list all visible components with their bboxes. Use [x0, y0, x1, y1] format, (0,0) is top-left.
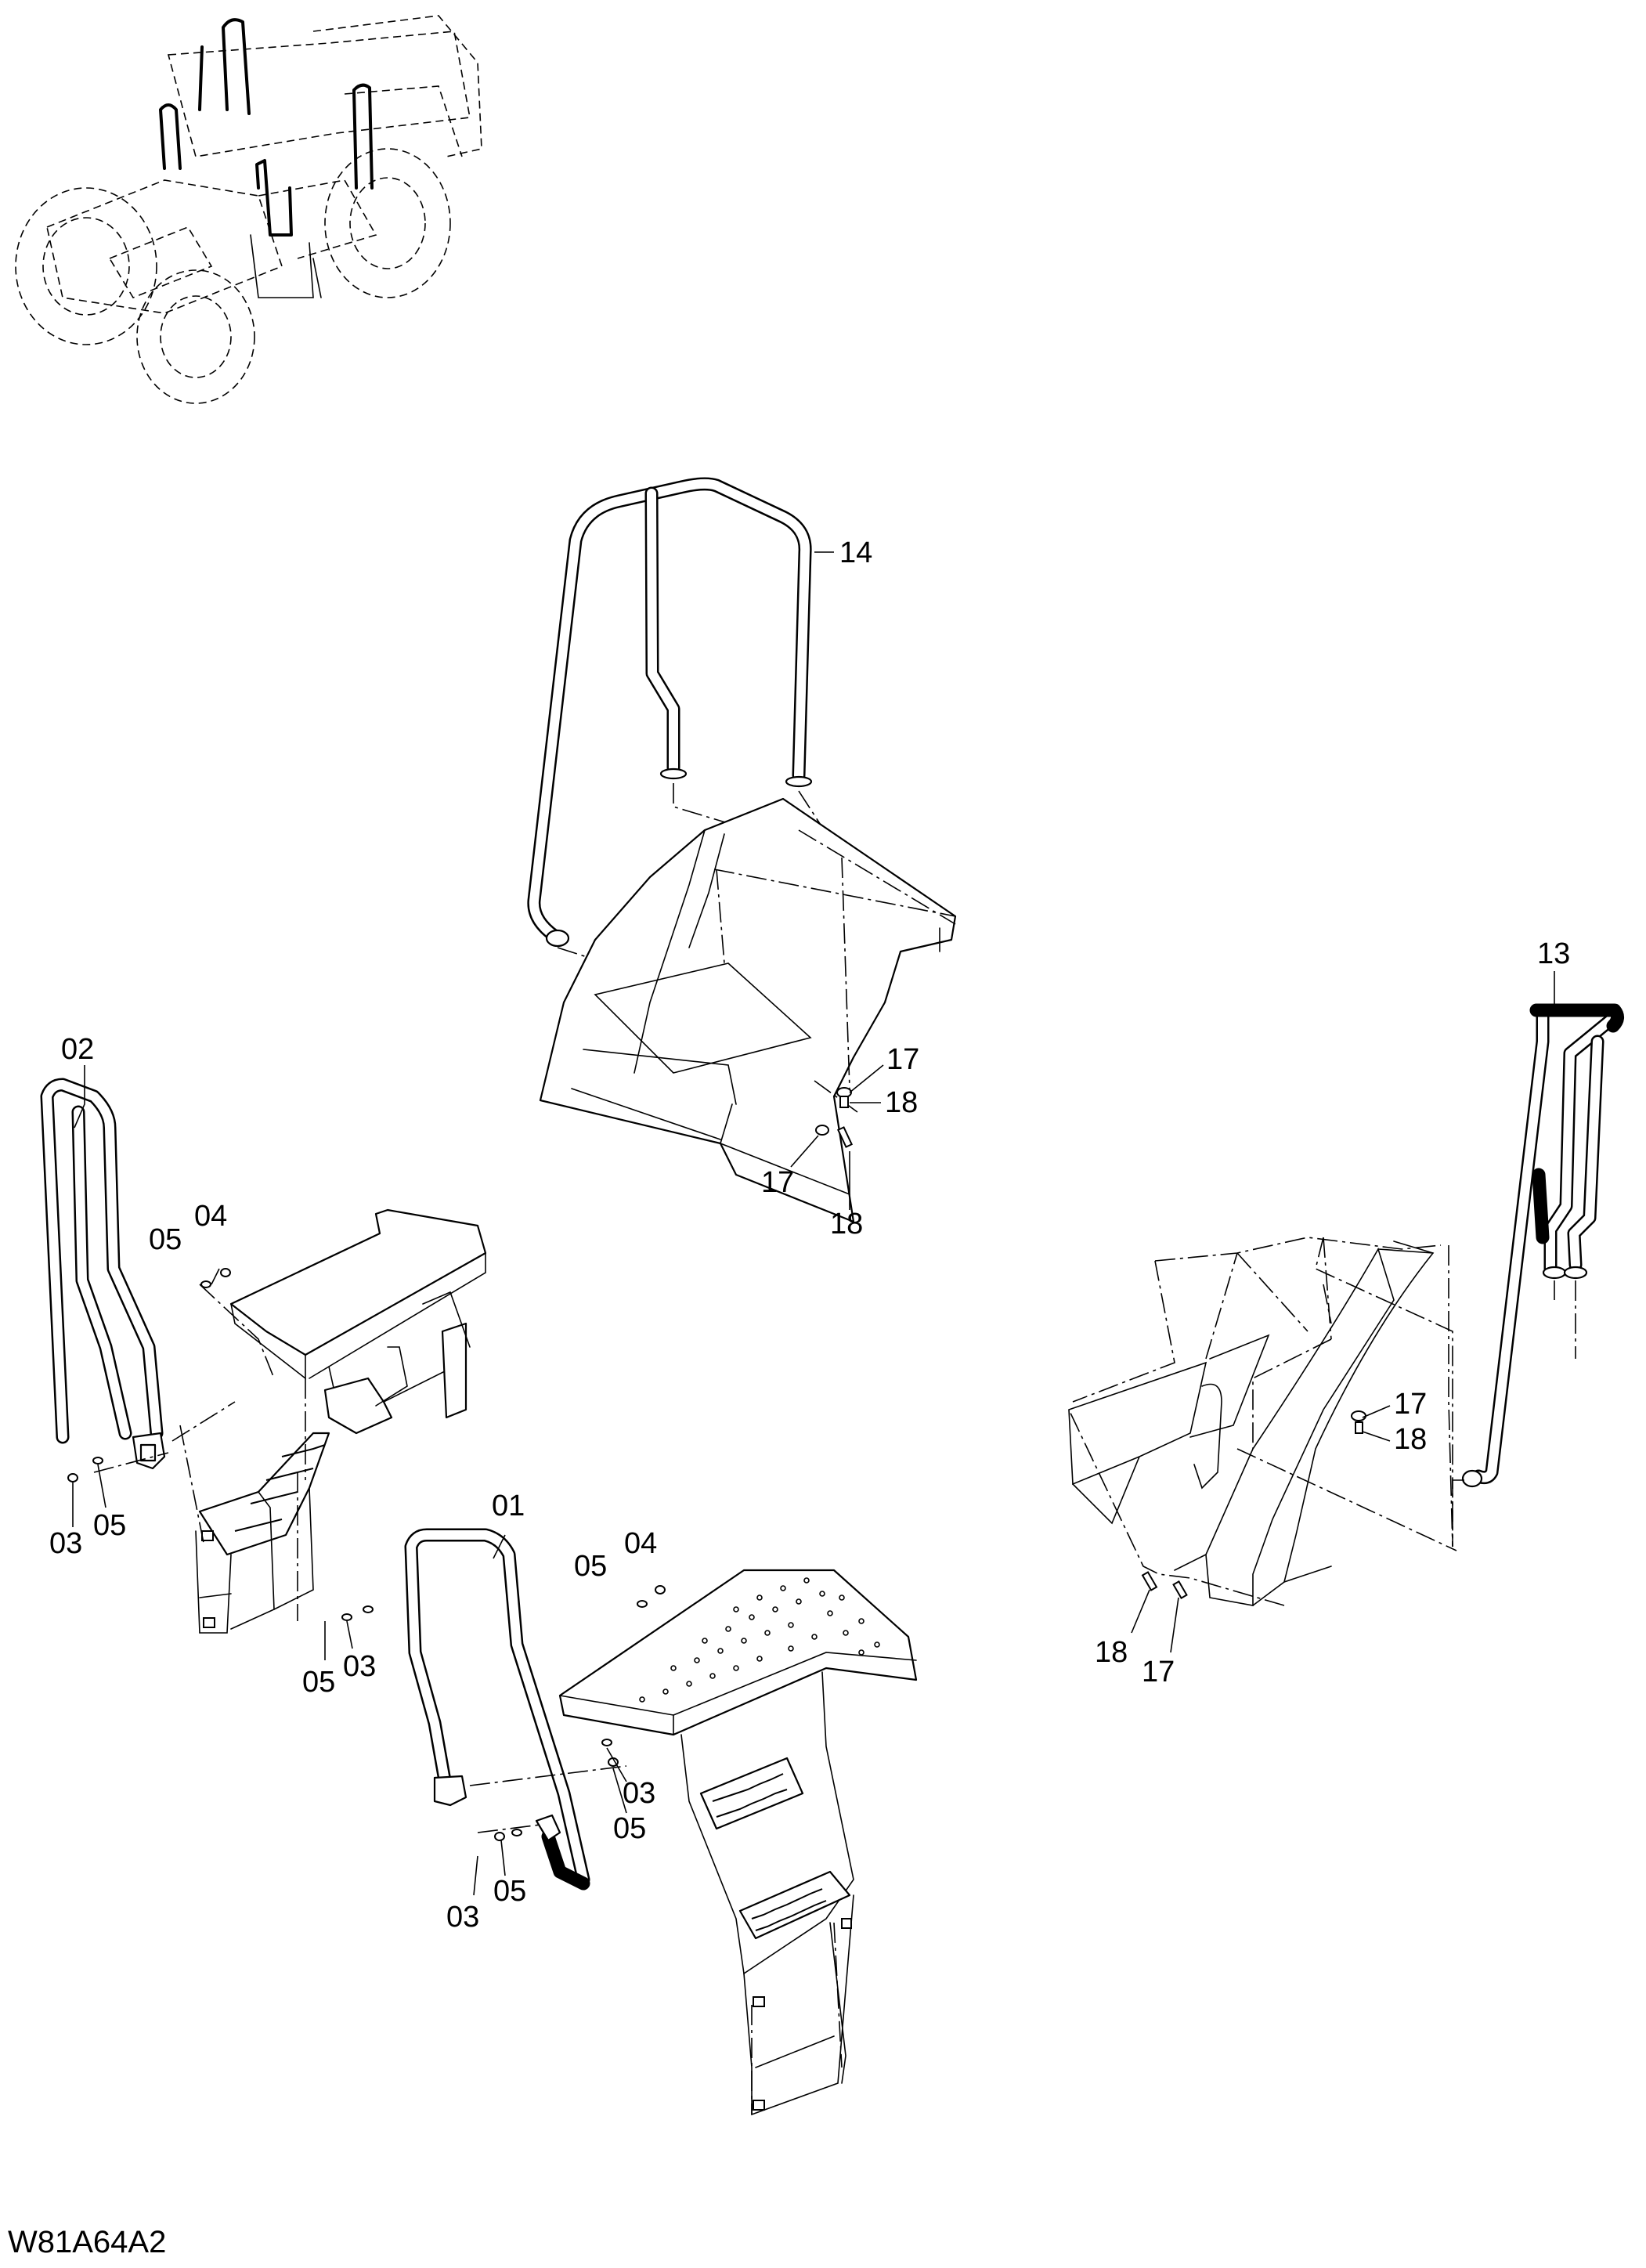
callout-05-e: 05	[613, 1812, 646, 1845]
callout-04-d: 04	[624, 1527, 657, 1560]
fender-step-top	[539, 797, 957, 1223]
callout-03-e: 03	[623, 1777, 655, 1810]
handrail-14	[527, 477, 843, 995]
drawing-code: W81A64A2	[8, 2225, 166, 2259]
callout-04-a: 04	[194, 1200, 227, 1233]
callouts: 14 13 02 01 04 05 03 05 05 03 05 04 03 0…	[49, 536, 1570, 1934]
step-bottom	[558, 1569, 918, 2116]
callout-14: 14	[839, 536, 872, 569]
callout-03-c: 03	[343, 1650, 376, 1683]
fender-step-right	[1068, 1237, 1457, 1606]
callout-17-a: 17	[886, 1043, 919, 1076]
callout-18-c: 18	[1394, 1423, 1427, 1456]
callout-01: 01	[492, 1490, 525, 1522]
handrail-02	[40, 1078, 169, 1473]
step-left	[171, 1208, 487, 1634]
callout-18-b: 18	[830, 1208, 863, 1241]
callout-18-d: 18	[1095, 1636, 1128, 1669]
handrail-01	[404, 1528, 627, 1891]
callout-13: 13	[1537, 937, 1570, 970]
callout-18-a: 18	[885, 1086, 918, 1119]
callout-17-d: 17	[1142, 1656, 1175, 1688]
machine-overview	[15, 15, 482, 404]
callout-05-d: 05	[574, 1550, 607, 1583]
callout-03-f: 03	[446, 1901, 479, 1934]
handrail-13	[1452, 1003, 1624, 1547]
callout-02: 02	[61, 1033, 94, 1066]
callout-05-b: 05	[93, 1509, 126, 1542]
callout-05-a: 05	[149, 1223, 182, 1256]
callout-17-c: 17	[1394, 1388, 1427, 1421]
fasteners	[67, 1268, 666, 1841]
callout-03-b: 03	[49, 1527, 82, 1560]
callout-05-f: 05	[493, 1875, 526, 1908]
callout-17-b: 17	[761, 1166, 794, 1199]
callout-05-c: 05	[302, 1666, 335, 1699]
